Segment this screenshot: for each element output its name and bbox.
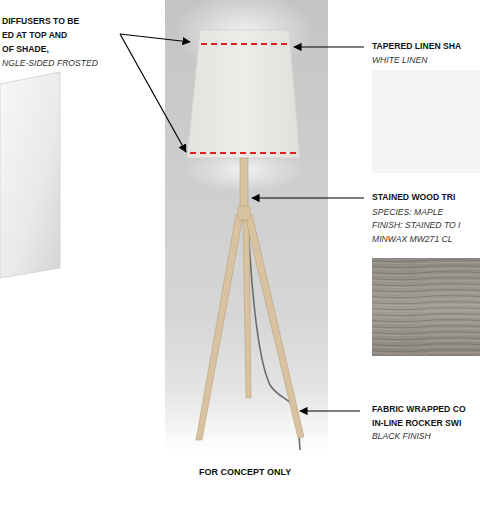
wood-tripod	[196, 158, 304, 440]
part-spec: FINISH: STAINED TO I	[372, 221, 461, 231]
part-name: STAINED WOOD TRI	[372, 193, 455, 203]
wood-swatch	[372, 258, 480, 356]
part-name: TAPERED LINEN SHA	[372, 42, 461, 52]
part-name: FABRIC WRAPPED CO	[372, 405, 466, 415]
note-subtext: NGLE-SIDED FROSTED	[2, 59, 98, 69]
note-text: ED AT TOP AND	[2, 31, 67, 41]
diffuser-top-mark	[201, 43, 288, 45]
note-text: DIFFUSERS TO BE	[2, 17, 79, 27]
diffuser-bottom-mark	[190, 152, 297, 154]
diffuser-sample	[0, 72, 60, 278]
part-spec: SPECIES: MAPLE	[372, 208, 443, 218]
part-spec: MINWAX MW271 CL	[372, 235, 453, 245]
part-spec: BLACK FINISH	[372, 432, 431, 442]
photo-background	[165, 0, 328, 452]
part-name: IN-LINE ROCKER SWI	[372, 419, 461, 429]
part-spec: WHITE LINEN	[372, 56, 427, 66]
linen-swatch	[372, 70, 480, 173]
note-text: OF SHADE,	[2, 45, 49, 55]
leader-lines	[120, 34, 364, 411]
lamp-shade	[187, 30, 300, 158]
caption: FOR CONCEPT ONLY	[199, 467, 291, 477]
